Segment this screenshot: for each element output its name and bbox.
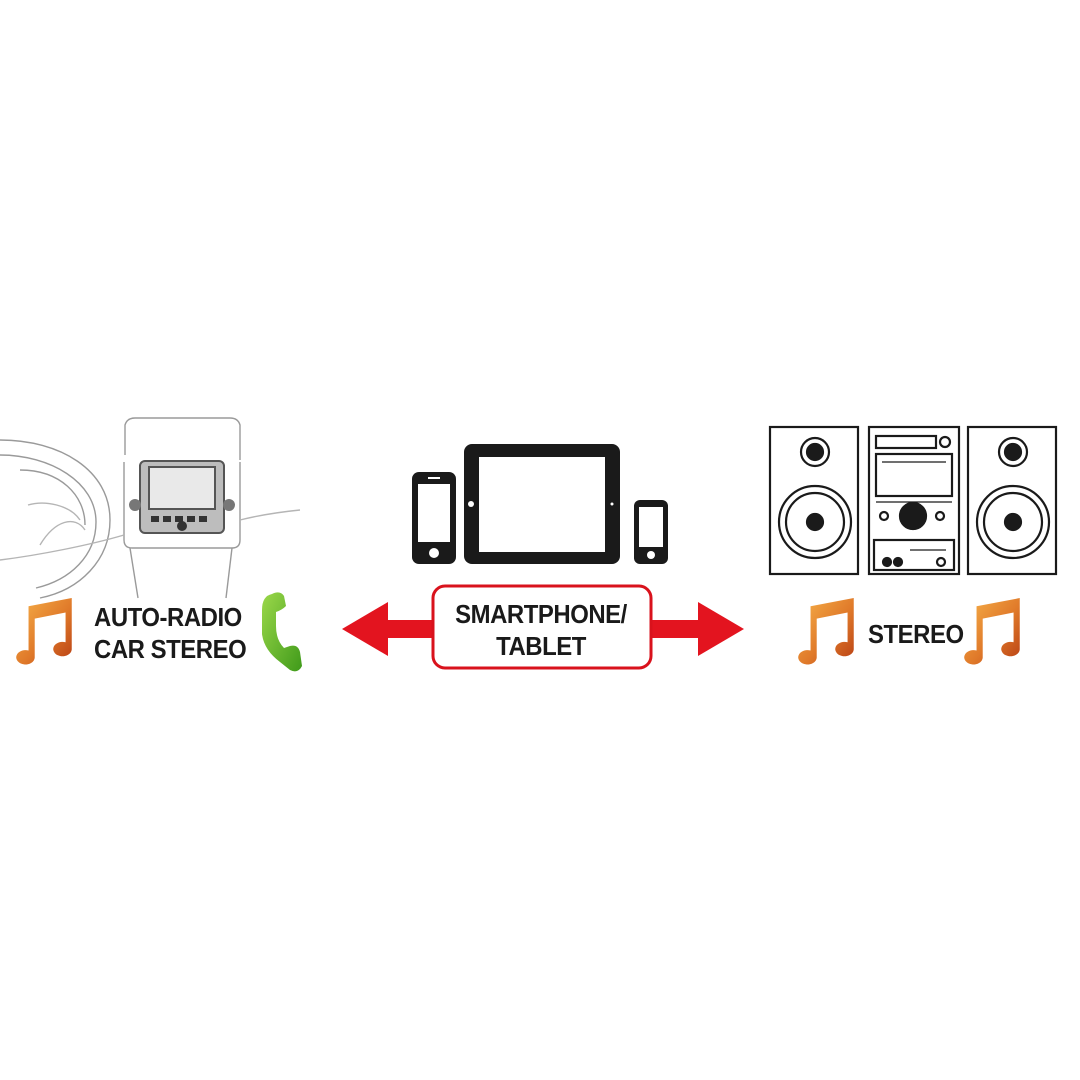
- double-arrow-icon: [342, 602, 744, 656]
- music-note-icon: [964, 598, 1020, 665]
- device-label-line2: TABLET: [496, 631, 586, 661]
- music-note-icon: [798, 598, 854, 665]
- stereo-system-icon: [768, 425, 1058, 576]
- music-note-icon: [16, 598, 72, 665]
- device-label: SMARTPHONE/ TABLET: [441, 598, 642, 662]
- small-phone-icon: [634, 500, 668, 564]
- car-label-line1: AUTO-RADIO: [94, 602, 242, 632]
- car-dashboard-icon: [0, 417, 301, 599]
- stereo-label: STEREO: [868, 618, 964, 650]
- tablet-icon: [464, 444, 620, 564]
- stereo-label-text: STEREO: [868, 619, 964, 649]
- phone-handset-icon: [262, 592, 302, 672]
- car-radio-icon: [129, 460, 235, 534]
- device-label-box: [431, 584, 653, 670]
- car-stereo-label: AUTO-RADIO CAR STEREO: [94, 601, 247, 665]
- device-label-line1: SMARTPHONE/: [455, 599, 627, 629]
- smartphone-icon: [412, 472, 456, 564]
- car-label-line2: CAR STEREO: [94, 634, 247, 664]
